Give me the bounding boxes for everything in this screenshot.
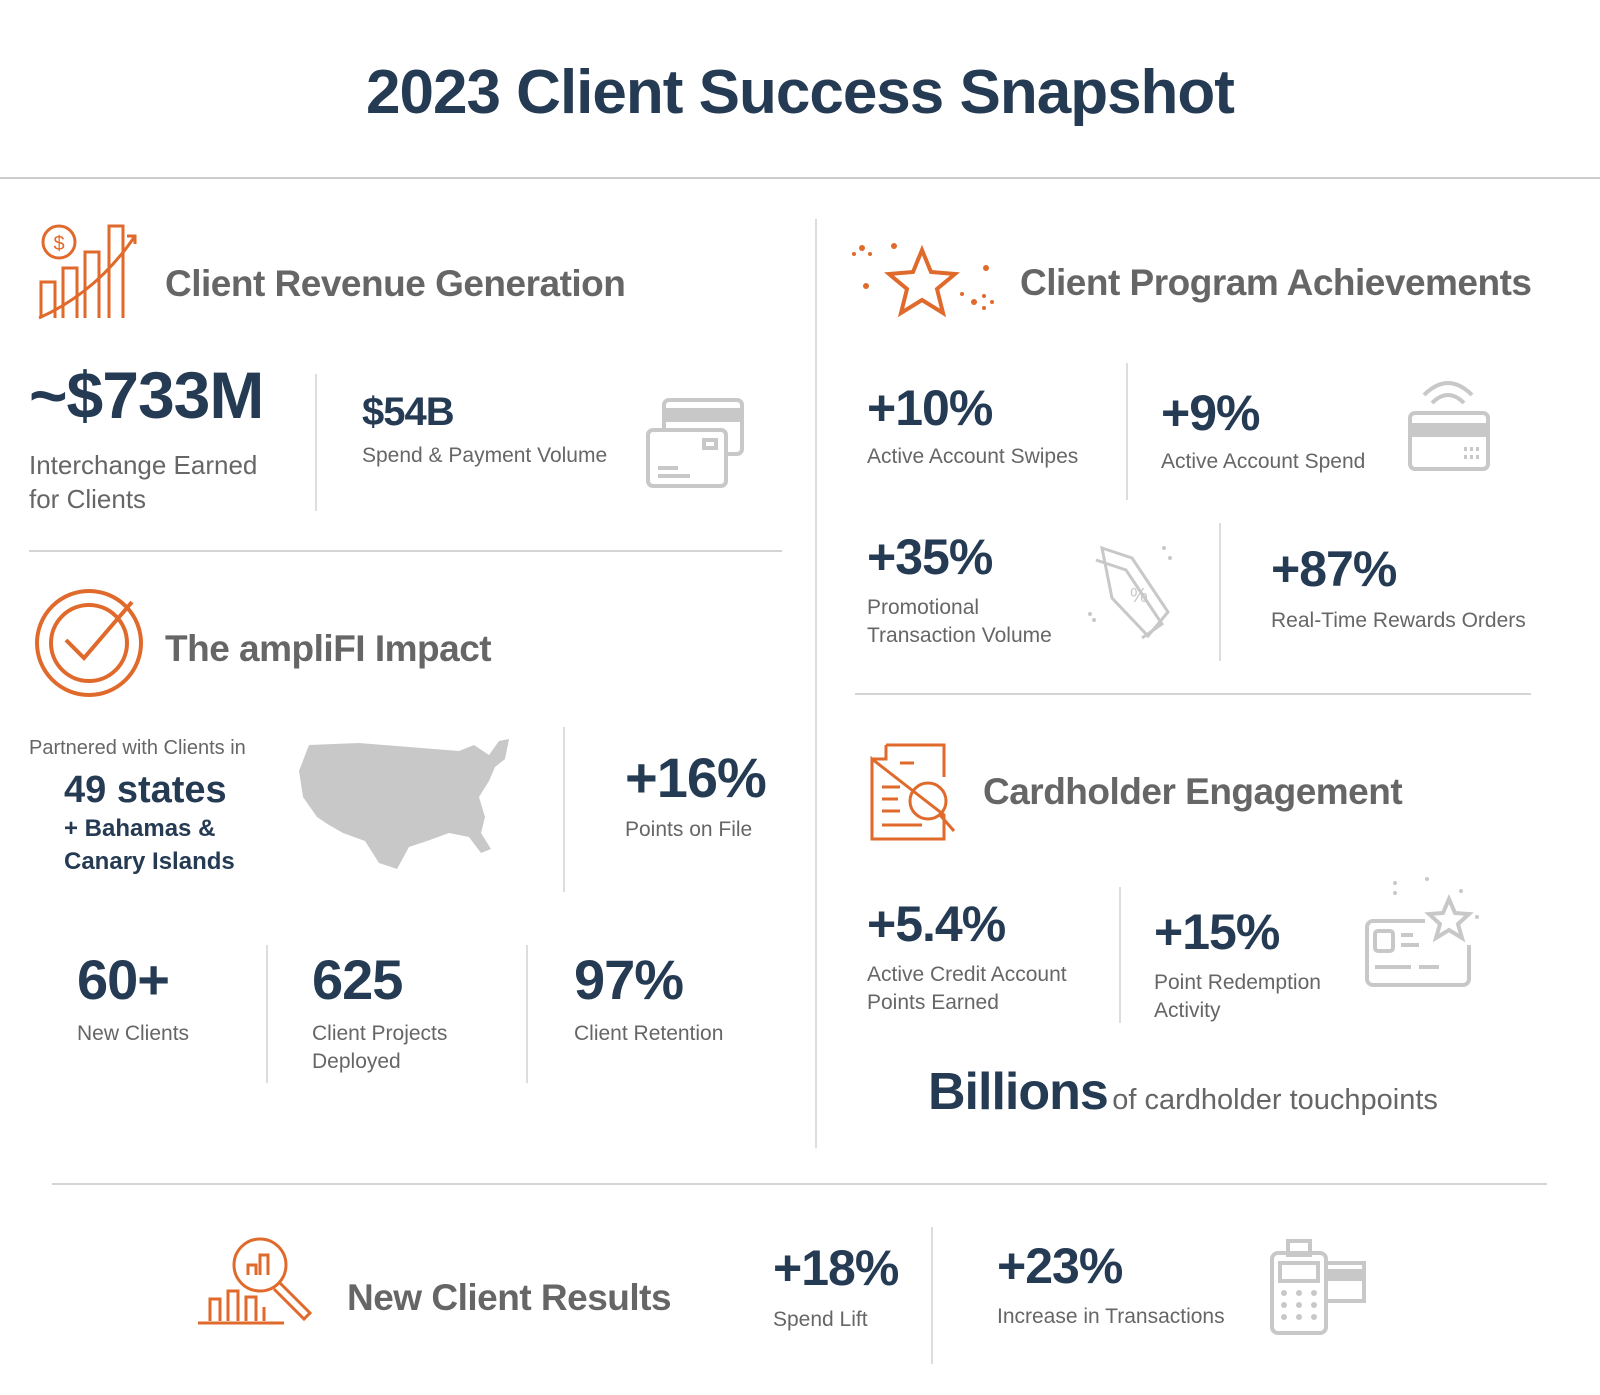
spend-pct-label: Active Account Spend bbox=[1161, 450, 1366, 473]
contactless-card-icon bbox=[1408, 381, 1490, 471]
states-extra: + Bahamas & Canary Islands bbox=[64, 812, 235, 878]
points-on-file-value: +16% bbox=[625, 746, 767, 809]
label-line: Activity bbox=[1154, 999, 1221, 1022]
divider bbox=[931, 1227, 933, 1364]
column-divider bbox=[815, 219, 817, 1148]
spend-lift-label: Spend Lift bbox=[773, 1308, 868, 1331]
new-client-heading: New Client Results bbox=[347, 1277, 672, 1318]
svg-text:$: $ bbox=[53, 233, 64, 255]
label-line: Active Credit Account bbox=[867, 963, 1067, 986]
redemption-value: +15% bbox=[1154, 904, 1280, 960]
billions-value: Billions bbox=[928, 1063, 1109, 1121]
transactions-label: Increase in Transactions bbox=[997, 1305, 1225, 1328]
retention-label: Client Retention bbox=[574, 1022, 724, 1045]
new-clients-label: New Clients bbox=[77, 1022, 190, 1045]
divider bbox=[1119, 887, 1121, 1023]
interchange-value: ~$733M bbox=[29, 358, 264, 432]
spend-value: $54B bbox=[362, 390, 455, 434]
extra-line: + Bahamas & bbox=[64, 815, 216, 842]
partnered-label: Partnered with Clients in bbox=[29, 737, 246, 759]
swipes-label: Active Account Swipes bbox=[867, 445, 1079, 468]
label-line: for Clients bbox=[29, 484, 147, 514]
divider bbox=[526, 945, 528, 1083]
bottom-divider bbox=[52, 1183, 1547, 1185]
revenue-chart-icon: $ bbox=[38, 224, 137, 320]
swipes-value: +10% bbox=[867, 380, 993, 436]
points-on-file-label: Points on File bbox=[625, 818, 753, 841]
credit-points-value: +5.4% bbox=[867, 896, 1006, 952]
chart-search-icon bbox=[198, 1237, 313, 1325]
divider bbox=[266, 945, 268, 1083]
label-line: Client Projects bbox=[312, 1022, 448, 1045]
promo-value: +35% bbox=[867, 529, 993, 585]
credit-cards-icon bbox=[646, 398, 744, 488]
extra-line: Canary Islands bbox=[64, 848, 235, 875]
retention-value: 97% bbox=[574, 948, 684, 1011]
svg-text:%: % bbox=[1130, 585, 1148, 607]
title-divider bbox=[0, 177, 1600, 179]
rewards-orders-value: +87% bbox=[1271, 541, 1397, 597]
price-tag-icon: % bbox=[1088, 545, 1172, 640]
impact-heading: The ampliFI Impact bbox=[165, 628, 492, 669]
star-sparkle-icon bbox=[852, 243, 994, 318]
engagement-heading: Cardholder Engagement bbox=[983, 771, 1403, 812]
billions-label: of cardholder touchpoints bbox=[1112, 1084, 1438, 1116]
label-line: Promotional bbox=[867, 596, 980, 619]
section-divider bbox=[855, 693, 1531, 695]
divider bbox=[563, 727, 565, 892]
spend-lift-value: +18% bbox=[773, 1240, 899, 1296]
label-line: Deployed bbox=[312, 1050, 401, 1073]
transactions-value: +23% bbox=[997, 1238, 1123, 1294]
divider bbox=[315, 374, 317, 511]
states-value: 49 states bbox=[64, 769, 227, 811]
spend-label: Spend & Payment Volume bbox=[362, 444, 608, 467]
us-map-icon bbox=[299, 739, 509, 869]
document-search-icon bbox=[870, 743, 956, 841]
projects-value: 625 bbox=[312, 948, 403, 1011]
program-heading: Client Program Achievements bbox=[1020, 262, 1532, 303]
page-title: 2023 Client Success Snapshot bbox=[366, 58, 1235, 127]
revenue-heading: Client Revenue Generation bbox=[165, 263, 626, 304]
label-line: Transaction Volume bbox=[867, 624, 1052, 647]
spend-pct-value: +9% bbox=[1161, 385, 1260, 441]
divider bbox=[1219, 523, 1221, 661]
interchange-label: Interchange Earned for Clients bbox=[29, 448, 257, 516]
payment-terminal-icon bbox=[1270, 1239, 1366, 1335]
checkmark-circle-icon bbox=[35, 589, 143, 697]
card-star-icon bbox=[1365, 877, 1479, 987]
divider bbox=[1126, 363, 1128, 500]
label-line: Point Redemption bbox=[1154, 971, 1321, 994]
new-clients-value: 60+ bbox=[77, 948, 170, 1011]
label-line: Points Earned bbox=[867, 991, 999, 1014]
label-line: Interchange Earned bbox=[29, 450, 258, 480]
billions-statement: Billions of cardholder touchpoints bbox=[928, 1062, 1438, 1135]
section-divider bbox=[29, 550, 782, 552]
rewards-orders-label: Real-Time Rewards Orders bbox=[1271, 609, 1526, 632]
